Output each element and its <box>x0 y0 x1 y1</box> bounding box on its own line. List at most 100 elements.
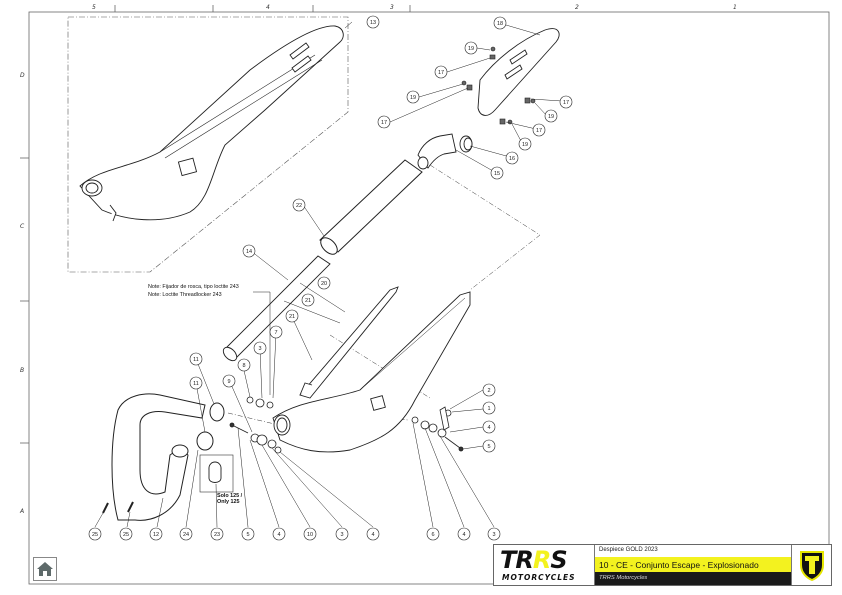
callout-5: 5 <box>241 527 255 541</box>
svg-text:21: 21 <box>305 298 311 304</box>
muffler-body <box>272 291 471 453</box>
callout-13: 13 <box>366 15 380 29</box>
svg-text:13: 13 <box>370 20 376 26</box>
svg-text:2: 2 <box>487 388 490 394</box>
callout-17: 17 <box>377 115 391 129</box>
col-label: 3 <box>390 4 394 11</box>
callout-3: 3 <box>253 341 267 355</box>
home-icon <box>37 562 53 576</box>
svg-text:5: 5 <box>487 444 490 450</box>
tube-22 <box>319 159 423 255</box>
callout-22: 22 <box>292 198 306 212</box>
callout-2: 2 <box>482 383 496 397</box>
svg-text:17: 17 <box>381 120 387 126</box>
title-info: Despiece GOLD 2023 10 - CE - Conjunto Es… <box>595 545 791 585</box>
document-title: 10 - CE - Conjunto Escape - Explosionado <box>595 557 791 572</box>
callout-11: 11 <box>189 352 203 366</box>
callout-19: 19 <box>464 41 478 55</box>
callout-19: 19 <box>406 90 420 104</box>
svg-text:3: 3 <box>492 532 495 538</box>
svg-text:9: 9 <box>227 379 230 385</box>
callout-17: 17 <box>532 123 546 137</box>
callout-16: 16 <box>505 151 519 165</box>
brand-letter: R <box>532 546 552 574</box>
callout-18: 18 <box>493 16 507 30</box>
row-label: D <box>20 72 25 79</box>
col-label: 5 <box>92 4 96 11</box>
svg-text:21: 21 <box>289 314 295 320</box>
callout-15: 15 <box>490 166 504 180</box>
svg-text:3: 3 <box>340 532 343 538</box>
callout-4: 4 <box>457 527 471 541</box>
spigot-23 <box>208 461 222 483</box>
heat-shield-20 <box>299 286 399 399</box>
trrs-shield-logo <box>791 545 831 585</box>
callout-1: 1 <box>482 401 496 415</box>
callout-3: 3 <box>335 527 349 541</box>
washers-nuts <box>102 396 464 514</box>
callout-14: 14 <box>242 244 256 258</box>
svg-text:3: 3 <box>258 346 261 352</box>
callout-17: 17 <box>559 95 573 109</box>
callout-21: 21 <box>301 293 315 307</box>
svg-text:10: 10 <box>307 532 313 538</box>
svg-text:4: 4 <box>371 532 374 538</box>
callout-3: 3 <box>487 527 501 541</box>
svg-text:19: 19 <box>410 95 416 101</box>
callout-7: 7 <box>269 325 283 339</box>
svg-text:4: 4 <box>487 425 490 431</box>
col-label: 2 <box>575 4 579 11</box>
elbow-15 <box>417 133 473 170</box>
col-label: 1 <box>733 4 737 11</box>
shield-t-icon <box>799 551 824 581</box>
svg-text:11: 11 <box>193 381 199 387</box>
svg-text:4: 4 <box>277 532 280 538</box>
svg-text:6: 6 <box>431 532 434 538</box>
callout-4: 4 <box>272 527 286 541</box>
svg-text:12: 12 <box>153 532 159 538</box>
svg-text:5: 5 <box>246 532 249 538</box>
trrs-logo: TRRS MOTORCYCLES <box>494 545 595 585</box>
svg-text:14: 14 <box>246 249 252 255</box>
callout-10: 10 <box>303 527 317 541</box>
callout-25: 25 <box>119 527 133 541</box>
svg-text:22: 22 <box>296 203 302 209</box>
drawing-frame <box>20 5 830 585</box>
callout-4: 4 <box>366 527 380 541</box>
callout-19: 19 <box>518 137 532 151</box>
callouts: 13 18 19 17 19 17 17 19 17 19 16 15 22 1… <box>88 15 573 541</box>
svg-text:7: 7 <box>274 330 277 336</box>
callout-25: 25 <box>88 527 102 541</box>
row-label: B <box>20 367 24 374</box>
callout-6: 6 <box>426 527 440 541</box>
note-line2: Note: Loctite Threadlocker 243 <box>148 292 222 298</box>
callout-19: 19 <box>544 109 558 123</box>
callout-5: 5 <box>482 439 496 453</box>
svg-text:17: 17 <box>563 100 569 106</box>
brand-letter: R <box>515 546 534 574</box>
svg-text:23: 23 <box>214 532 220 538</box>
svg-text:18: 18 <box>497 21 503 27</box>
svg-text:1: 1 <box>487 406 490 412</box>
svg-text:17: 17 <box>536 128 542 134</box>
home-button[interactable] <box>33 557 57 581</box>
document-series: Despiece GOLD 2023 <box>599 547 658 553</box>
grid-labels: 5 4 3 2 1 D C B A <box>19 4 737 515</box>
fasteners-17-19 <box>461 46 536 125</box>
detail-box-23 <box>199 454 234 493</box>
brand-letter: S <box>550 546 567 574</box>
callout-23: 23 <box>210 527 224 541</box>
callout-11: 11 <box>189 376 203 390</box>
brand-subtitle: MOTORCYCLES <box>502 573 576 582</box>
pipe-14 <box>222 255 331 362</box>
svg-text:15: 15 <box>494 171 500 177</box>
company-name: TRRS Motorcycles <box>595 572 791 585</box>
svg-text:11: 11 <box>193 357 199 363</box>
callout-20: 20 <box>317 276 331 290</box>
callout-21: 21 <box>285 309 299 323</box>
svg-text:16: 16 <box>509 156 515 162</box>
header-pipe-12 <box>111 393 225 521</box>
svg-text:19: 19 <box>548 114 554 120</box>
end-cap-18 <box>477 28 560 116</box>
